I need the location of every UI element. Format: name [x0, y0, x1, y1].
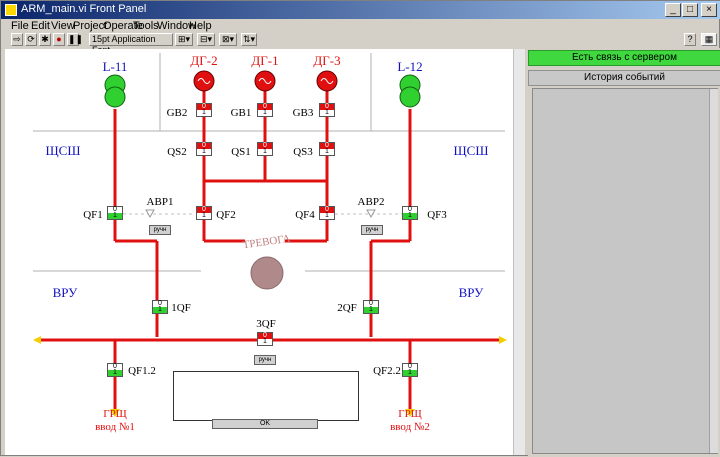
menu-project[interactable]: Project [73, 20, 108, 32]
label-3qf: 3QF [256, 318, 276, 330]
reorder-icon[interactable]: ⇅▾ [241, 33, 257, 46]
output2-arrow-icon [405, 409, 415, 417]
label-l12: L-12 [397, 59, 422, 74]
avr2-manual-button[interactable]: ручн [361, 225, 383, 235]
app-icon [5, 4, 17, 16]
run-continuous-icon[interactable]: ⟳ [25, 33, 37, 46]
bus-end-right-icon [499, 336, 507, 344]
label-gb2: GB2 [167, 107, 188, 119]
label-vru-right: ВРУ [459, 285, 485, 300]
avr2-triangle-icon [366, 209, 376, 219]
label-output2-line1: ГРЩ [398, 408, 422, 420]
gear-icon[interactable]: ✱ [39, 33, 51, 46]
avr1-manual-button[interactable]: ручн [149, 225, 171, 235]
menu-bar: File Edit View Project Operate Tools Win… [1, 19, 720, 33]
vi-icon: ▦ [701, 33, 717, 46]
label-qs1: QS1 [231, 146, 251, 158]
label-qf4: QF4 [295, 209, 315, 221]
label-avr1: АВР1 [147, 196, 174, 208]
ok-button[interactable]: OK [212, 419, 318, 429]
label-dg1: ДГ-1 [251, 53, 278, 68]
label-output2-line2: ввод №2 [390, 421, 430, 433]
label-avr2: АВР2 [358, 196, 385, 208]
generator-dg2-icon [193, 70, 215, 92]
avr1-triangle-icon [145, 209, 155, 219]
label-qf12: QF1.2 [128, 365, 156, 377]
label-output1-line1: ГРЩ [103, 408, 127, 420]
server-connection-button[interactable]: Есть связь с сервером [528, 50, 720, 66]
transformer-l12-icon [399, 74, 421, 108]
label-qf1: QF1 [83, 209, 103, 221]
label-qf3: QF3 [427, 209, 447, 221]
close-icon[interactable]: × [701, 3, 717, 17]
label-dg3: ДГ-3 [313, 53, 340, 68]
label-gb1: GB1 [231, 107, 252, 119]
event-log [532, 88, 718, 454]
font-select[interactable]: 15pt Application Font [89, 33, 173, 55]
menu-view[interactable]: View [51, 20, 75, 32]
title-bar: ARM_main.vi Front Panel _ □ × [1, 1, 720, 19]
label-1qf: 1QF [171, 302, 191, 314]
label-dg2: ДГ-2 [190, 53, 217, 68]
event-log-scrollbar[interactable] [709, 89, 718, 453]
event-history-button[interactable]: История событий [528, 70, 720, 86]
label-shsh-left: ЩСШ [46, 143, 81, 158]
menu-operate[interactable]: Operate [103, 20, 143, 32]
label-output1-line2: ввод №1 [95, 421, 135, 433]
align-icon[interactable]: ⊞▾ [175, 33, 193, 46]
alarm-label: ТРЕВОГА [242, 233, 291, 252]
generator-dg3-icon [316, 70, 338, 92]
label-vru-left: ВРУ [53, 285, 79, 300]
alarm-lamp-icon [250, 256, 284, 290]
label-l11: L-11 [103, 59, 128, 74]
menu-window[interactable]: Window [157, 20, 197, 32]
label-qs2: QS2 [167, 146, 187, 158]
resize-icon[interactable]: ⊠▾ [219, 33, 237, 46]
help-icon[interactable]: ? [684, 33, 696, 46]
menu-edit[interactable]: Edit [31, 20, 50, 32]
transformer-l11-icon [104, 74, 126, 108]
menu-file[interactable]: File [11, 20, 29, 32]
maximize-icon[interactable]: □ [682, 3, 698, 17]
label-2qf: 2QF [337, 302, 357, 314]
label-gb3: GB3 [293, 107, 314, 119]
pause-icon[interactable]: ❚❚ [67, 33, 84, 46]
label-qf22: QF2.2 [373, 365, 401, 377]
distribute-icon[interactable]: ⊟▾ [197, 33, 215, 46]
menu-tools[interactable]: Tools [133, 20, 159, 32]
label-qf2: QF2 [216, 209, 236, 221]
menu-help[interactable]: Help [189, 20, 212, 32]
toolbar: ⇨ ⟳ ✱ ● ❚❚ 15pt Application Font ⊞▾ ⊟▾ ⊠… [1, 33, 720, 55]
window-title: ARM_main.vi Front Panel [21, 3, 147, 15]
label-qs3: QS3 [293, 146, 313, 158]
run-arrow-icon[interactable]: ⇨ [11, 33, 23, 46]
front-panel: ТРЕВОГА L-11 ДГ-2 ДГ-1 ДГ-3 L-12 GB2 GB1… [5, 49, 525, 455]
bus-end-left-icon [33, 336, 41, 344]
message-box [173, 371, 359, 421]
generator-dg1-icon [254, 70, 276, 92]
minimize-icon[interactable]: _ [665, 3, 681, 17]
label-shsh-right: ЩСШ [454, 143, 489, 158]
3qf-manual-button[interactable]: ручн [254, 355, 276, 365]
side-panel: Есть связь с сервером История событий [528, 48, 720, 457]
output1-arrow-icon [110, 409, 120, 417]
panel-scrollbar[interactable] [513, 49, 525, 455]
abort-icon[interactable]: ● [53, 33, 65, 46]
